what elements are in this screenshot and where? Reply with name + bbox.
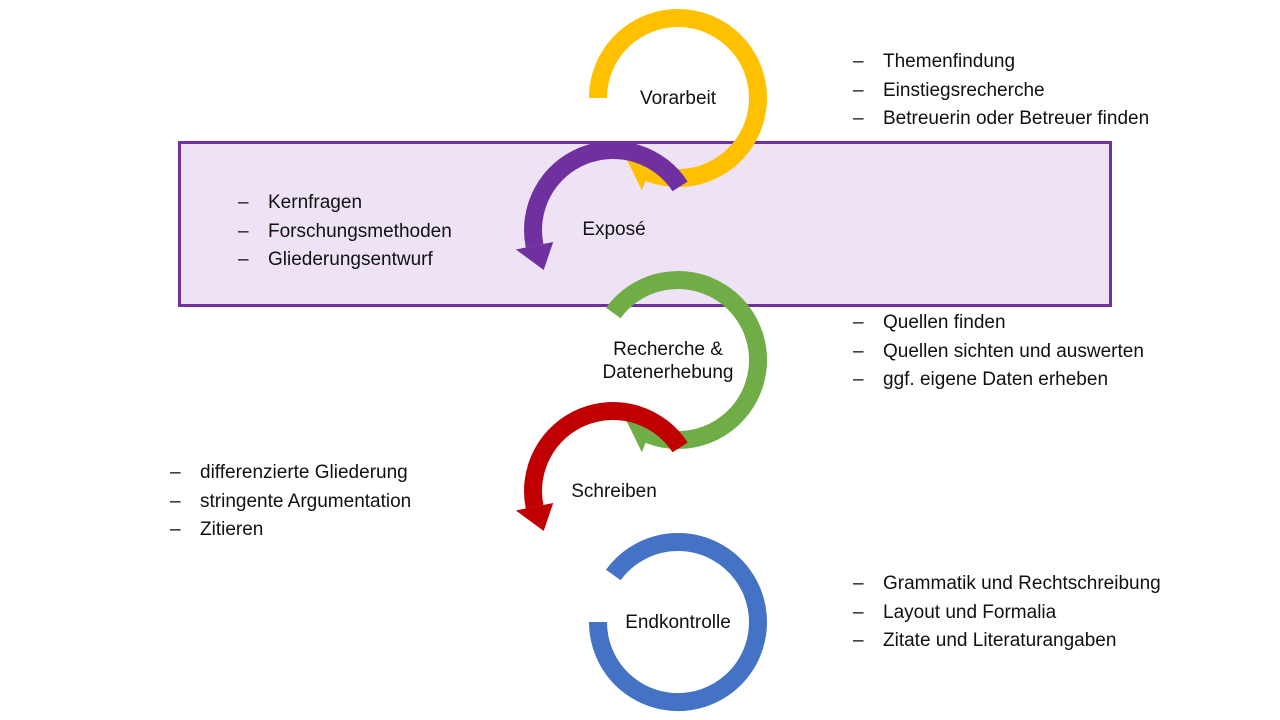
note-item: –Betreuerin oder Betreuer finden bbox=[853, 105, 1149, 134]
note-text: Gliederungsentwurf bbox=[268, 249, 433, 271]
note-item: –stringente Argumentation bbox=[170, 488, 411, 517]
note-text: Einstiegsrecherche bbox=[883, 79, 1045, 101]
note-item: –Quellen finden bbox=[853, 309, 1144, 338]
stage-label-recherche-text: Recherche & Datenerhebung bbox=[602, 339, 734, 383]
notes-schreiben: –differenzierte Gliederung –stringente A… bbox=[170, 459, 411, 545]
arrow-head-expose bbox=[515, 242, 554, 270]
note-item: –Grammatik und Rechtschreibung bbox=[853, 570, 1161, 599]
note-item: –Themenfindung bbox=[853, 48, 1149, 77]
stage-label-recherche: Recherche & Datenerhebung bbox=[585, 338, 751, 384]
stage-label-schreiben: Schreiben bbox=[571, 481, 657, 502]
bullet-dash: – bbox=[853, 573, 864, 594]
bullet-dash: – bbox=[853, 51, 864, 72]
bullet-dash: – bbox=[853, 369, 864, 391]
note-text: Zitieren bbox=[200, 519, 264, 541]
note-item: –Zitate und Literaturangaben bbox=[853, 627, 1161, 656]
note-item: –Gliederungsentwurf bbox=[238, 246, 452, 275]
note-item: –Quellen sichten und auswerten bbox=[853, 338, 1144, 367]
bullet-dash: – bbox=[853, 312, 864, 333]
note-text: Quellen finden bbox=[883, 312, 1006, 333]
bullet-dash: – bbox=[170, 490, 181, 512]
note-text: ggf. eigene Daten erheben bbox=[883, 369, 1109, 391]
bullet-dash: – bbox=[853, 630, 864, 652]
note-text: Betreuerin oder Betreuer finden bbox=[883, 108, 1150, 130]
notes-vorarbeit: –Themenfindung –Einstiegsrecherche –Betr… bbox=[853, 48, 1149, 134]
note-text: Quellen sichten und auswerten bbox=[883, 340, 1144, 362]
note-text: Layout und Formalia bbox=[883, 601, 1057, 623]
cycle-arc-recherche bbox=[606, 271, 768, 450]
bullet-dash: – bbox=[853, 601, 864, 623]
notes-expose: –Kernfragen –Forschungsmethoden –Glieder… bbox=[238, 189, 452, 275]
notes-recherche: –Quellen finden –Quellen sichten und aus… bbox=[853, 309, 1144, 395]
bullet-dash: – bbox=[170, 462, 181, 483]
note-item: –Layout und Formalia bbox=[853, 599, 1161, 628]
bullet-dash: – bbox=[853, 108, 864, 130]
stage-label-expose: Exposé bbox=[582, 219, 646, 240]
cycle-arc-expose bbox=[524, 141, 688, 248]
note-text: differenzierte Gliederung bbox=[200, 462, 408, 483]
note-text: stringente Argumentation bbox=[200, 490, 412, 512]
note-item: –Kernfragen bbox=[238, 189, 452, 218]
note-item: –Forschungsmethoden bbox=[238, 218, 452, 247]
bullet-dash: – bbox=[853, 79, 864, 101]
arrow-head-schreiben bbox=[515, 503, 554, 531]
bullet-dash: – bbox=[238, 192, 249, 213]
note-text: Zitate und Literaturangaben bbox=[883, 630, 1117, 652]
bullet-dash: – bbox=[238, 249, 249, 271]
note-item: –Einstiegsrecherche bbox=[853, 77, 1149, 106]
stage-label-endkontrolle: Endkontrolle bbox=[625, 612, 731, 633]
cycle-arc-endkontrolle bbox=[589, 533, 767, 712]
note-item: –differenzierte Gliederung bbox=[170, 459, 411, 488]
cycle-arc-vorarbeit bbox=[589, 9, 767, 188]
bullet-dash: – bbox=[853, 340, 864, 362]
bullet-dash: – bbox=[170, 519, 181, 541]
note-text: Themenfindung bbox=[883, 51, 1016, 72]
note-text: Kernfragen bbox=[268, 192, 363, 213]
bullet-dash: – bbox=[238, 220, 249, 242]
note-item: –ggf. eigene Daten erheben bbox=[853, 366, 1144, 395]
cycle-arc-schreiben bbox=[524, 402, 688, 509]
notes-endkontrolle: –Grammatik und Rechtschreibung –Layout u… bbox=[853, 570, 1161, 656]
stage-label-vorarbeit: Vorarbeit bbox=[639, 88, 717, 109]
note-text: Forschungsmethoden bbox=[268, 220, 452, 242]
note-item: –Zitieren bbox=[170, 516, 411, 545]
note-text: Grammatik und Rechtschreibung bbox=[883, 573, 1161, 594]
